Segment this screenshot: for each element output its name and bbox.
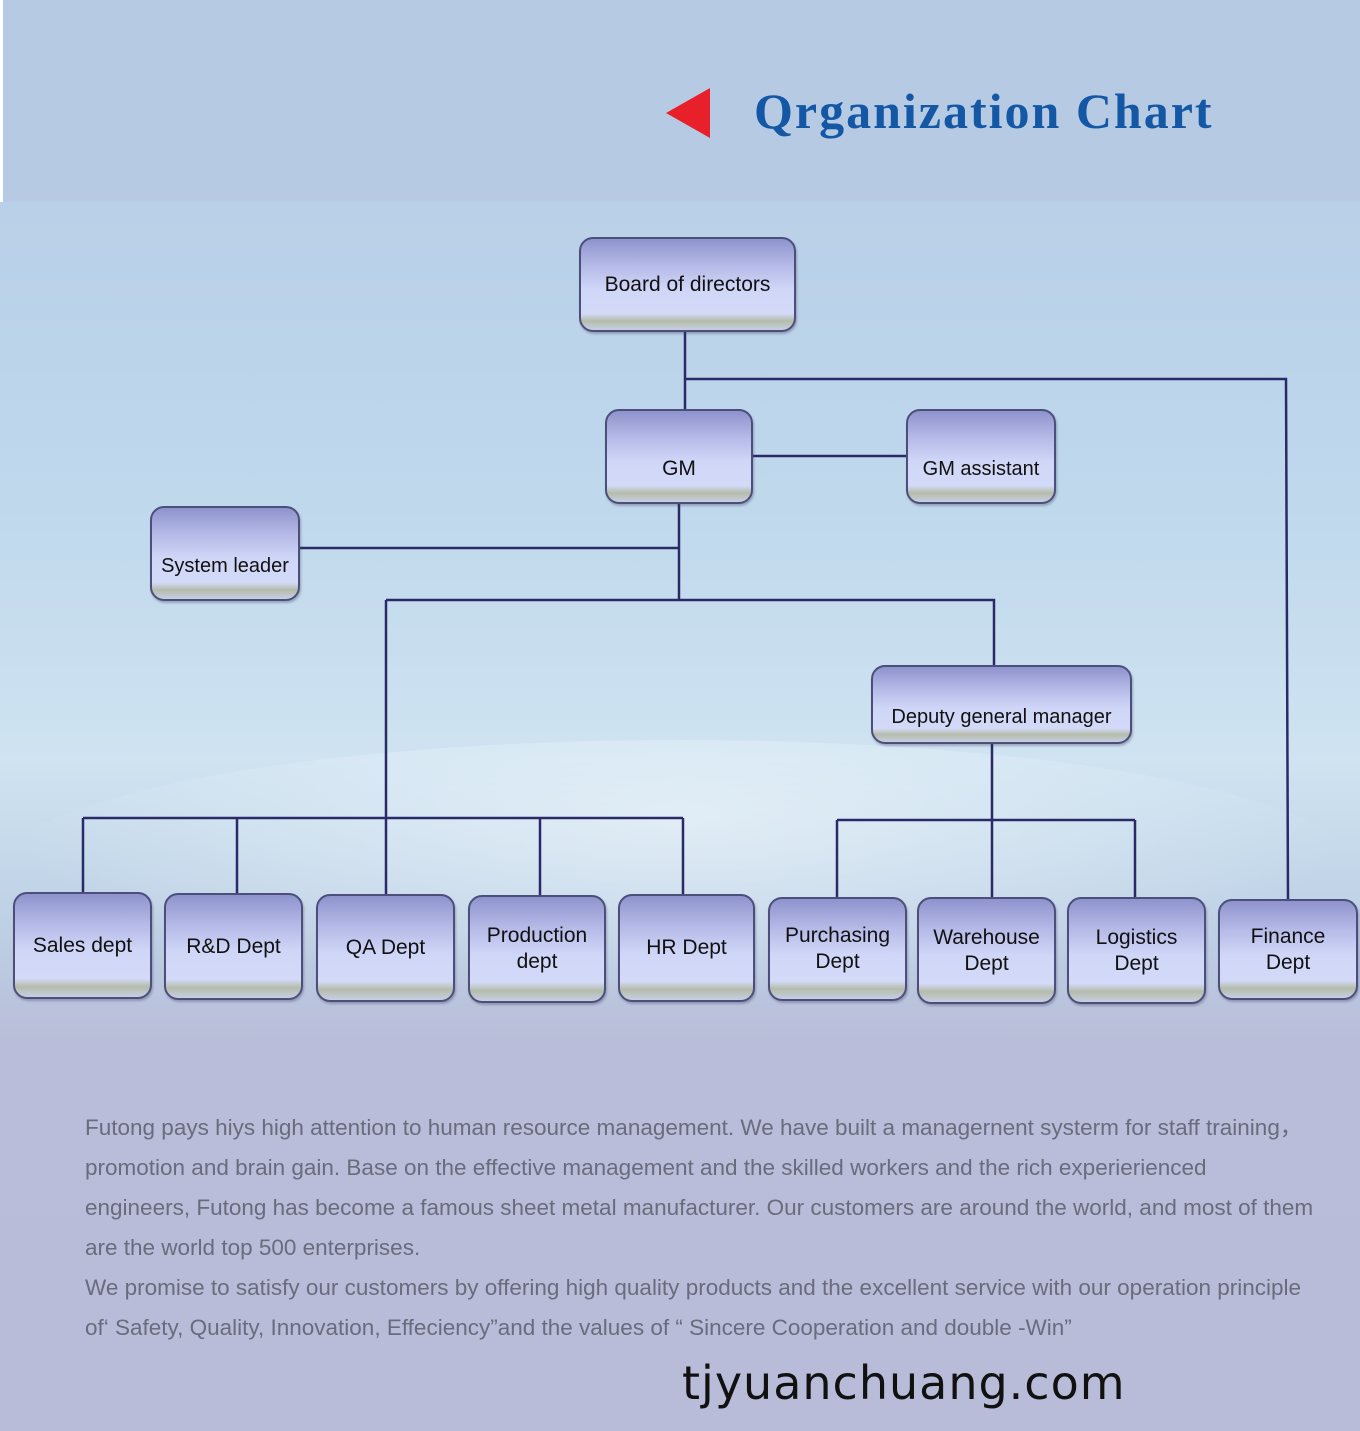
node-board-of-directors: Board of directors bbox=[579, 237, 796, 332]
node-logistics-dept: Logistics Dept bbox=[1067, 897, 1206, 1004]
node-rd-dept: R&D Dept bbox=[164, 893, 303, 1000]
node-sales-dept: Sales dept bbox=[13, 892, 152, 999]
website-text: tjyuanchuang.com bbox=[682, 1356, 1126, 1410]
node-gm-assistant: GM assistant bbox=[906, 409, 1056, 504]
line-gm-branch bbox=[386, 598, 996, 665]
node-finance-dept: Finance Dept bbox=[1218, 899, 1358, 1000]
node-hr-dept: HR Dept bbox=[618, 894, 755, 1002]
node-production-dept: Production dept bbox=[468, 895, 606, 1003]
page-title: Qrganization Chart bbox=[754, 83, 1214, 139]
description-paragraph-1: Futong pays hiys high attention to human… bbox=[85, 1115, 1314, 1260]
description-paragraph-2: We promise to satisfy our customers by o… bbox=[85, 1275, 1302, 1340]
node-warehouse-dept: Warehouse Dept bbox=[917, 897, 1056, 1004]
node-system-leader: System leader bbox=[150, 506, 300, 601]
node-gm: GM bbox=[605, 409, 753, 504]
node-deputy-general-manager: Deputy general manager bbox=[871, 665, 1132, 744]
node-purchasing-dept: Purchasing Dept bbox=[768, 897, 907, 1001]
red-arrow-icon bbox=[666, 88, 710, 138]
node-qa-dept: QA Dept bbox=[316, 894, 455, 1002]
line-board-finance bbox=[685, 377, 1290, 901]
company-description: Futong pays hiys high attention to human… bbox=[85, 1108, 1315, 1348]
left-strip bbox=[0, 0, 3, 202]
